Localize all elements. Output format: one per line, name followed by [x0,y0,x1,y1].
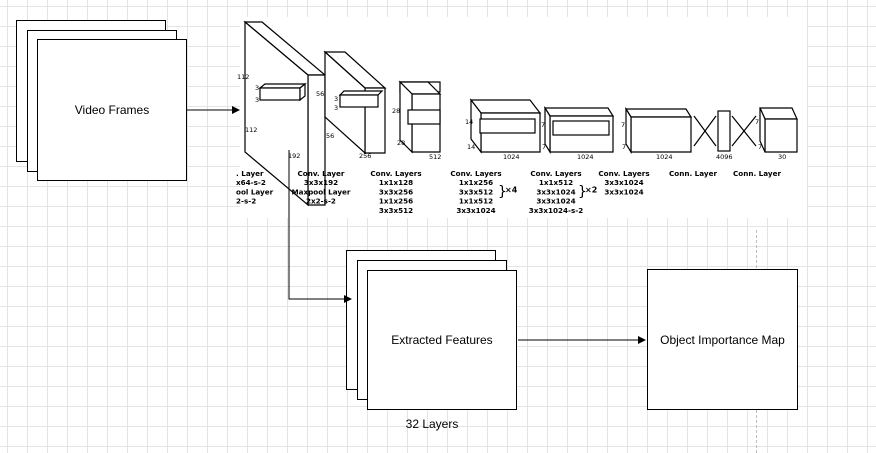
object-importance-map-label: Object Importance Map [660,332,785,347]
layer-column-line: Maxpool Layer [292,187,351,196]
dim-b5-w: 7 [542,143,546,151]
layer-column-line: 3x3x256 [379,187,413,196]
repeat-multiplier: ×2 [585,186,597,195]
features-caption: 32 Layers [405,417,459,431]
layer-column-line: 3x3x192 [304,178,338,187]
video-frames-label: Video Frames [74,103,150,117]
layer-column-line: 3x3x1024 [536,197,575,206]
layer-column-line: 1x1x256 [459,178,493,187]
layer-column-line: 3x3x1024 [536,187,575,196]
layer-column-title: Conv. Layers [450,169,501,178]
arrow-network-to-features [288,150,352,303]
layer-column-title: Conn. Layer [733,169,781,178]
dim-b5-h: 7 [541,121,545,129]
feature-card-front[interactable]: Extracted Features [367,270,517,410]
layer-column-line: 3x3x1024-s-2 [529,206,584,215]
extracted-features-label: Extracted Features [391,333,493,347]
dim-b1-depth: 192 [288,152,300,160]
cuboid-block5 [543,105,615,155]
layer-column-line: x64-s-2 [236,178,266,187]
layer-column-title: Conv. Layers [530,169,581,178]
dim-b6-h: 7 [621,121,625,129]
cuboid-block3 [398,80,442,154]
dim-b2-kernel-b: 3 [334,104,338,112]
fc-connections [693,115,757,147]
layer-column-title: Conv. Layers [598,169,649,178]
dim-in-h: 112 [237,73,249,81]
layer-column-title: Conv. Layers [370,169,421,178]
dim-b2-kernel-a: 3 [334,95,338,103]
dim-b4-h: 14 [465,118,473,126]
repeat-multiplier: ×4 [505,186,518,195]
repeat-brace: } [498,184,507,200]
dim-b2-depth: 256 [359,152,371,160]
dim-b6-depth: 1024 [656,153,673,161]
layer-column-line: 1x1x256 [379,197,413,206]
dim-in-w: 112 [245,126,257,134]
layer-column-title: . Layer [236,169,264,178]
layer-column-line: 1x1x512 [539,178,573,187]
layer-column-line: 3x3x512 [459,187,493,196]
cuboid-block4 [469,98,542,154]
dim-b2-w: 56 [326,132,334,140]
layer-column-line: 3x3x1024 [456,206,495,215]
cuboid-output [759,107,798,153]
cuboid-block6 [624,106,693,155]
cuboid-input [243,20,327,207]
fc-bar [717,110,731,152]
layer-column-line: 3x3x512 [379,206,413,215]
dim-b2-h: 56 [316,90,324,98]
layer-column-line: 2-s-2 [236,197,256,206]
dim-b4-depth: 1024 [503,153,520,161]
network-blocks [243,20,798,207]
repeat-brace: } [578,184,587,200]
object-importance-map-box[interactable]: Object Importance Map [647,269,798,410]
dim-in-kernel-b: 3 [255,96,259,104]
dim-b3-w: 28 [397,139,405,147]
video-frame-front[interactable]: Video Frames [37,39,187,181]
dim-b6-w: 7 [622,143,626,151]
layer-column-title: Conv. Layer [298,169,345,178]
layer-column-line: 2x2-s-2 [306,197,336,206]
dim-fc-depth: 4096 [716,153,733,161]
dim-in-kernel-a: 3 [255,84,259,92]
layer-column-line: 3x3x1024 [604,187,643,196]
layer-column-line: ool Layer [236,187,274,196]
cuboid-block2 [323,50,387,155]
dim-out-w: 7 [758,143,762,151]
dim-out-depth: 30 [778,153,786,161]
dim-out-h: 7 [755,118,759,126]
layer-column-line: 3x3x1024 [604,178,643,187]
dim-b5-depth: 1024 [577,153,594,161]
layer-column-line: 1x1x512 [459,197,493,206]
dimension-labels: 112 112 3 3 192 56 56 3 3 256 28 28 512 … [237,73,786,161]
dim-b3-depth: 512 [429,153,441,161]
layer-column-line: 1x1x128 [379,178,413,187]
dim-b4-w: 14 [467,143,475,151]
dim-b3-h: 28 [392,107,400,115]
connectors [187,106,646,344]
layer-column-title: Conn. Layer [669,169,717,178]
